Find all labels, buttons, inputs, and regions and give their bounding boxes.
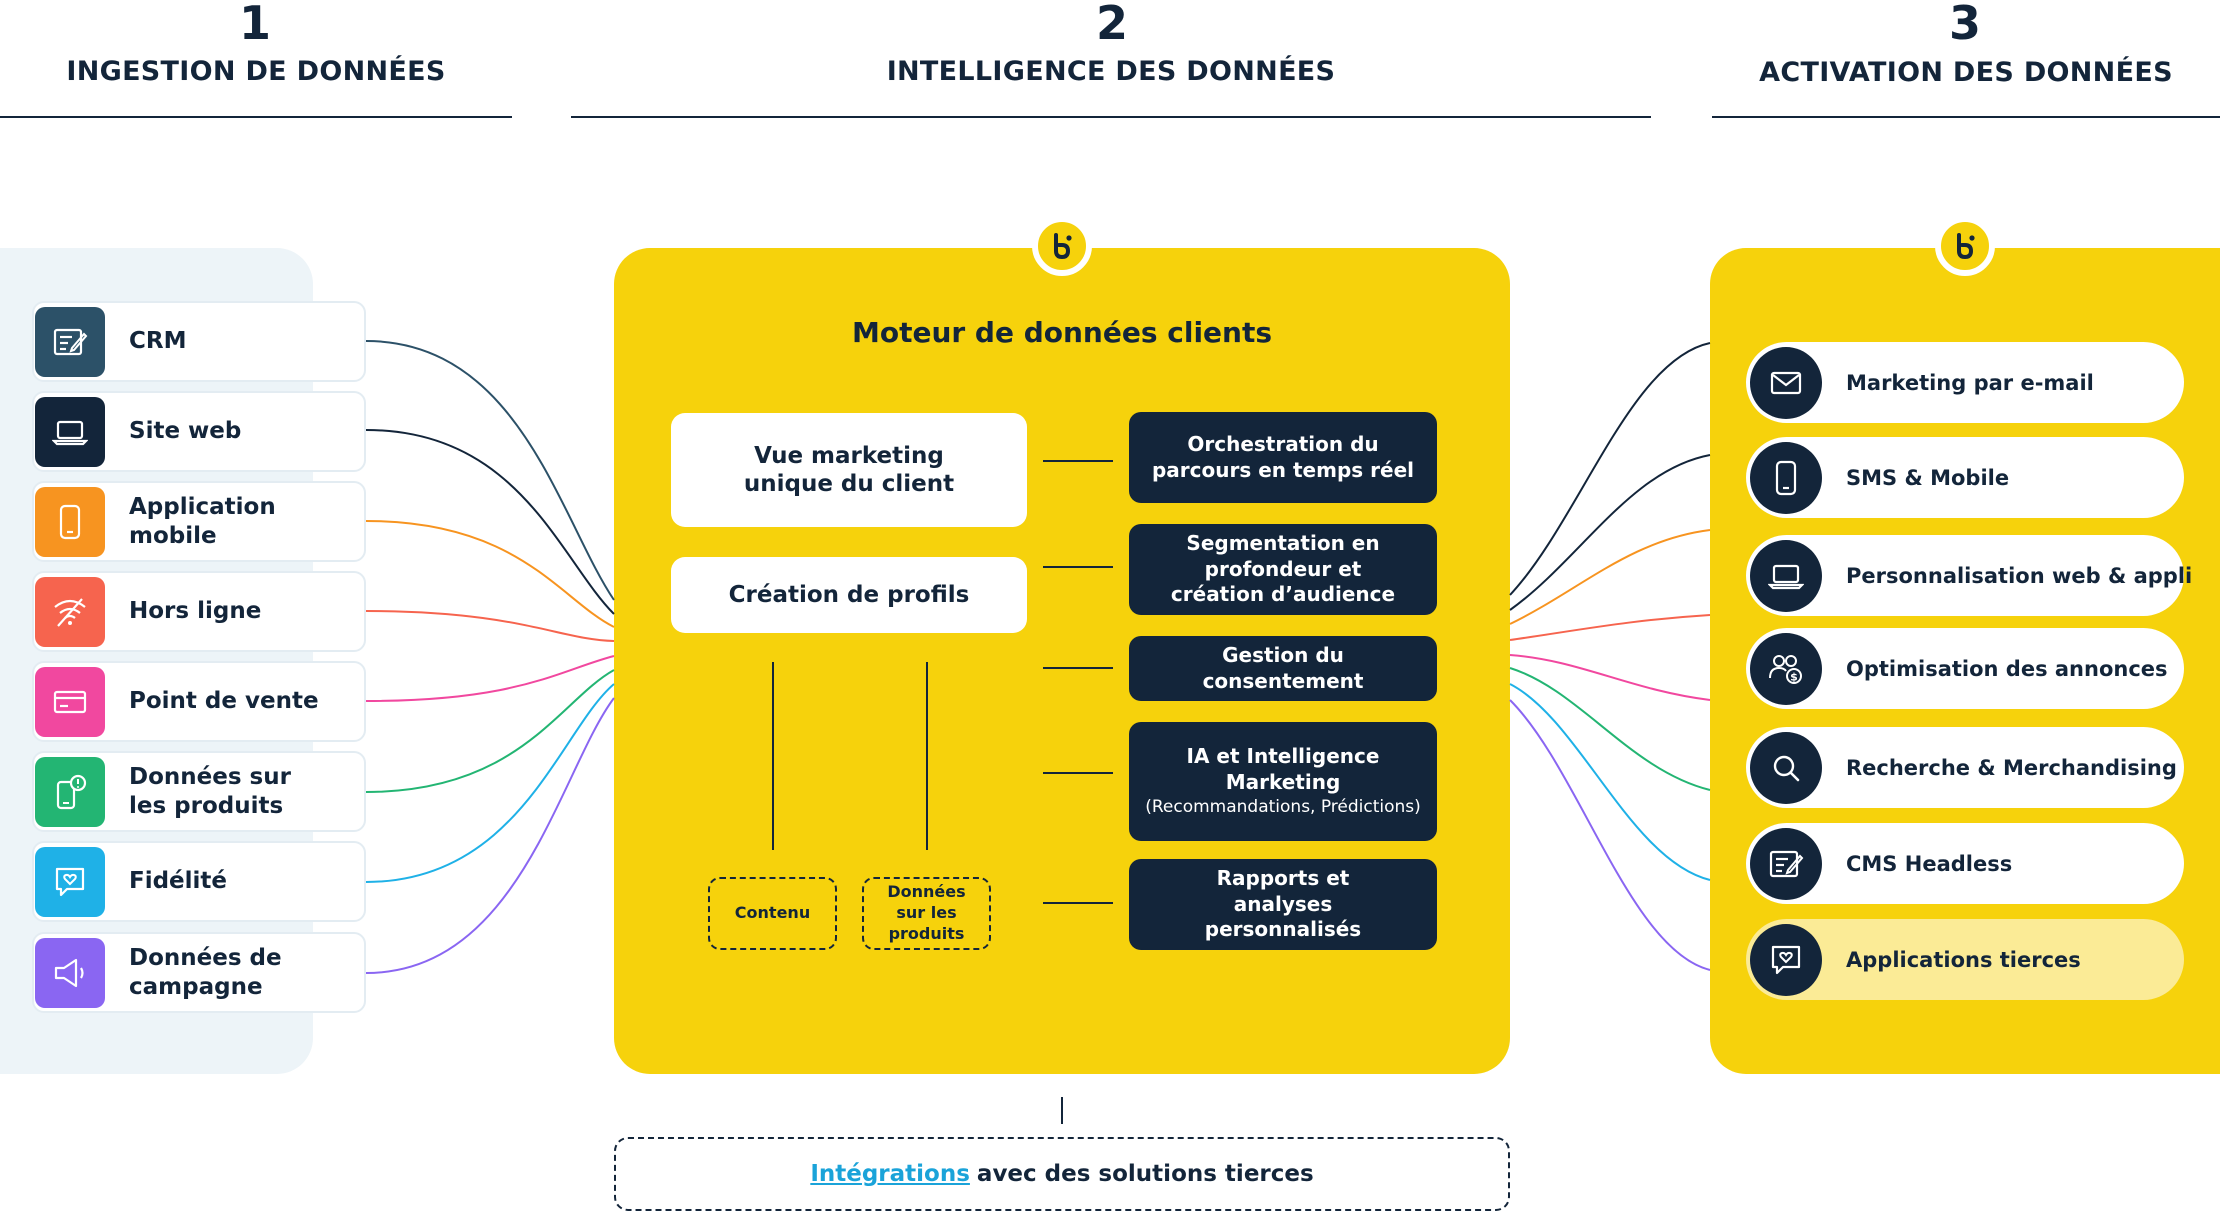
single-customer-view-box: Vue marketing unique du client <box>671 413 1027 527</box>
product-data-source-box: Données sur les produits <box>862 877 991 950</box>
laptop-icon <box>35 396 105 467</box>
laptop-icon <box>1750 539 1822 612</box>
credit-card-icon <box>35 666 105 737</box>
step-3-underline <box>1712 116 2220 118</box>
source-label: Données de campagne <box>129 945 282 1000</box>
connector-hors-ligne <box>365 610 615 642</box>
activation-label: CMS Headless <box>1846 851 2013 876</box>
step-2-number: 2 <box>1095 0 1128 50</box>
source-label: Fidélité <box>129 868 228 895</box>
source-label: Hors ligne <box>129 598 262 625</box>
email-envelope-icon <box>1750 346 1822 419</box>
step-2-title: INTELLIGENCE DES DONNÉES <box>886 56 1336 87</box>
capability-title: Gestion du consentement <box>1202 642 1364 693</box>
source-label: CRM <box>129 328 187 355</box>
engine-title: Moteur de données clients <box>851 316 1273 349</box>
connector-to-panel-2 <box>1509 454 1711 611</box>
connector-fidelite <box>365 683 615 883</box>
step-1-number: 1 <box>238 0 271 50</box>
cms-edit-icon <box>1750 827 1822 900</box>
connector-to-panel-7 <box>1509 683 1711 881</box>
svg-text:$: $ <box>1790 670 1798 683</box>
capability-reports: Rapports et analyses personnalisés <box>1129 859 1437 950</box>
profile-creation-box: Création de profils <box>671 557 1027 633</box>
connector-crm <box>365 340 615 601</box>
connector-point-de-vente <box>365 655 615 702</box>
step-3-number: 3 <box>1948 0 1981 50</box>
integrations-box: Intégrations avec des solutions tierces <box>614 1137 1510 1211</box>
connector-to-panel-3 <box>1509 529 1711 625</box>
activation-headless-cms: CMS Headless <box>1746 823 2184 904</box>
connector-to-panel-5 <box>1509 654 1711 701</box>
activation-third-party-apps: Applications tierces <box>1746 919 2184 1000</box>
source-card-point-de-vente: Point de vente <box>32 661 366 742</box>
activation-label: Optimisation des annonces <box>1846 656 2168 681</box>
integrations-link[interactable]: Intégrations <box>810 1161 970 1187</box>
activation-label: SMS & Mobile <box>1846 465 2010 490</box>
source-card-crm: CRM <box>32 301 366 382</box>
product-phone-icon <box>35 756 105 827</box>
brand-logo-icon <box>1032 216 1092 276</box>
activation-label: Personnalisation web & appli <box>1846 563 2193 588</box>
crm-form-icon <box>35 306 105 377</box>
source-card-site-web: Site web <box>32 391 366 472</box>
step-1-title: INGESTION DE DONNÉES <box>66 56 446 87</box>
mobile-phone-icon <box>35 486 105 557</box>
capability-title: Orchestration du parcours en temps réel <box>1151 431 1414 482</box>
source-label: Application mobile <box>129 494 276 549</box>
capability-subtitle: (Recommandations, Prédictions) <box>1145 797 1421 818</box>
activation-search-merchandising: Recherche & Merchandising <box>1746 727 2184 808</box>
capability-title: Segmentation en profondeur et création d… <box>1170 531 1396 607</box>
capability-consent: Gestion du consentement <box>1129 636 1437 701</box>
connector-to-panel-4 <box>1509 614 1711 641</box>
source-card-application-mobile: Application mobile <box>32 481 366 562</box>
activation-label: Recherche & Merchandising <box>1846 755 2177 780</box>
source-card-fidelite: Fidélité <box>32 841 366 922</box>
step-3-title: ACTIVATION DES DONNÉES <box>1759 57 2173 88</box>
step-2-underline <box>571 116 1651 118</box>
capability-segmentation: Segmentation en profondeur et création d… <box>1129 524 1437 615</box>
megaphone-icon <box>35 937 105 1008</box>
connector-app-mobile <box>365 520 615 628</box>
integrations-text: avec des solutions tierces <box>976 1161 1314 1187</box>
capability-ai: IA et Intelligence Marketing (Recommanda… <box>1129 722 1437 841</box>
chat-heart-icon <box>1750 923 1822 996</box>
brand-logo-icon <box>1935 216 1995 276</box>
step-1-underline <box>0 116 512 118</box>
capability-title: IA et Intelligence Marketing <box>1186 744 1380 794</box>
activation-ad-optimization: $ Optimisation des annonces <box>1746 628 2184 709</box>
source-card-donnees-campagne: Données de campagne <box>32 932 366 1013</box>
activation-label: Marketing par e-mail <box>1846 370 2094 395</box>
mobile-phone-icon <box>1750 441 1822 514</box>
source-card-donnees-produits: Données sur les produits <box>32 751 366 832</box>
capability-title: Rapports et analyses personnalisés <box>1204 866 1362 942</box>
audience-dollar-icon: $ <box>1750 632 1822 705</box>
wifi-off-icon <box>35 576 105 647</box>
connector-campagne <box>365 697 615 974</box>
connector-donnees-produits <box>365 669 615 793</box>
connector-site-web <box>365 429 615 615</box>
search-icon <box>1750 731 1822 804</box>
source-label: Site web <box>129 418 242 445</box>
activation-sms-mobile: SMS & Mobile <box>1746 437 2184 518</box>
loyalty-heart-icon <box>35 846 105 917</box>
source-label: Point de vente <box>129 688 319 715</box>
capability-orchestration: Orchestration du parcours en temps réel <box>1129 412 1437 503</box>
source-card-hors-ligne: Hors ligne <box>32 571 366 652</box>
activation-label: Applications tierces <box>1846 947 2081 972</box>
source-label: Données sur les produits <box>129 764 291 819</box>
connector-to-panel-8 <box>1509 699 1711 971</box>
connector-to-panel-top <box>1509 342 1711 596</box>
activation-email-marketing: Marketing par e-mail <box>1746 342 2184 423</box>
connector-to-panel-6 <box>1509 667 1711 791</box>
activation-web-app-personalization: Personnalisation web & appli <box>1746 535 2192 616</box>
content-source-box: Contenu <box>708 877 837 950</box>
